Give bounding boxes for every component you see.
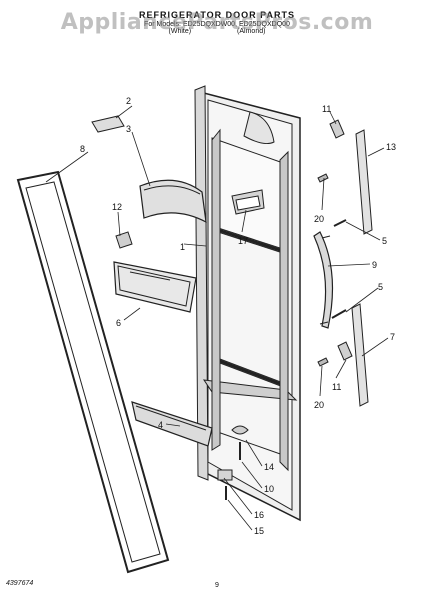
callout-8: 8	[80, 144, 85, 154]
callout-6: 6	[116, 318, 121, 328]
callout-4: 4	[158, 420, 163, 430]
color-variants: (White) (Almond)	[0, 28, 434, 35]
callout-11-bottom: 11	[332, 382, 341, 392]
handle-screws	[331, 219, 347, 319]
door-liner	[194, 85, 301, 522]
small-tray	[91, 115, 125, 133]
rail-bar-lower	[351, 303, 369, 407]
leader-lines	[45, 105, 389, 531]
callout-20-bottom: 20	[314, 400, 324, 410]
dairy-compartment-door	[139, 179, 207, 224]
hinge-cover-bottom	[337, 341, 353, 361]
callout-7: 7	[390, 332, 395, 342]
hinge-cover-top	[329, 119, 345, 139]
callout-13: 13	[386, 142, 396, 152]
page-number: 9	[215, 582, 219, 589]
shelf-retainer	[115, 231, 133, 249]
lower-door-shelf	[131, 401, 213, 447]
callout-3: 3	[126, 124, 131, 134]
hinge-screws	[317, 173, 329, 367]
lower-hinge-parts	[217, 425, 249, 500]
callout-11-top: 11	[322, 104, 331, 114]
callout-15: 15	[254, 526, 264, 536]
callout-1: 1	[180, 242, 185, 252]
door-bin	[113, 261, 197, 313]
callout-14: 14	[264, 462, 274, 472]
callout-12: 12	[112, 202, 122, 212]
watermark: AppliancePartsPros.com	[60, 10, 374, 35]
callout-10: 10	[264, 484, 274, 494]
callout-20-top: 20	[314, 214, 324, 224]
model-list: For Models: ED25DQXDW00, ED25DQXDQ00	[144, 21, 290, 28]
callout-5-bottom: 5	[378, 282, 383, 292]
variant-white: (White)	[168, 28, 192, 35]
door-gasket	[16, 170, 170, 574]
callout-9: 9	[372, 260, 377, 270]
part-callouts: 2 3 8 12 6 1 17 11 13 20 5 9 5 7 11 20 4…	[80, 96, 396, 536]
variant-almond: (Almond)	[237, 28, 266, 35]
callout-2: 2	[126, 96, 131, 106]
callout-5-top: 5	[382, 236, 387, 246]
document-id: 4397674	[6, 580, 34, 587]
rail-bar-upper	[355, 129, 373, 235]
diagram-title: REFRIGERATOR DOOR PARTS	[138, 10, 295, 20]
callout-17: 17	[238, 236, 248, 246]
door-handle	[313, 231, 334, 329]
callout-16: 16	[254, 510, 264, 520]
diagram-header: AppliancePartsPros.com REFRIGERATOR DOOR…	[0, 6, 434, 35]
